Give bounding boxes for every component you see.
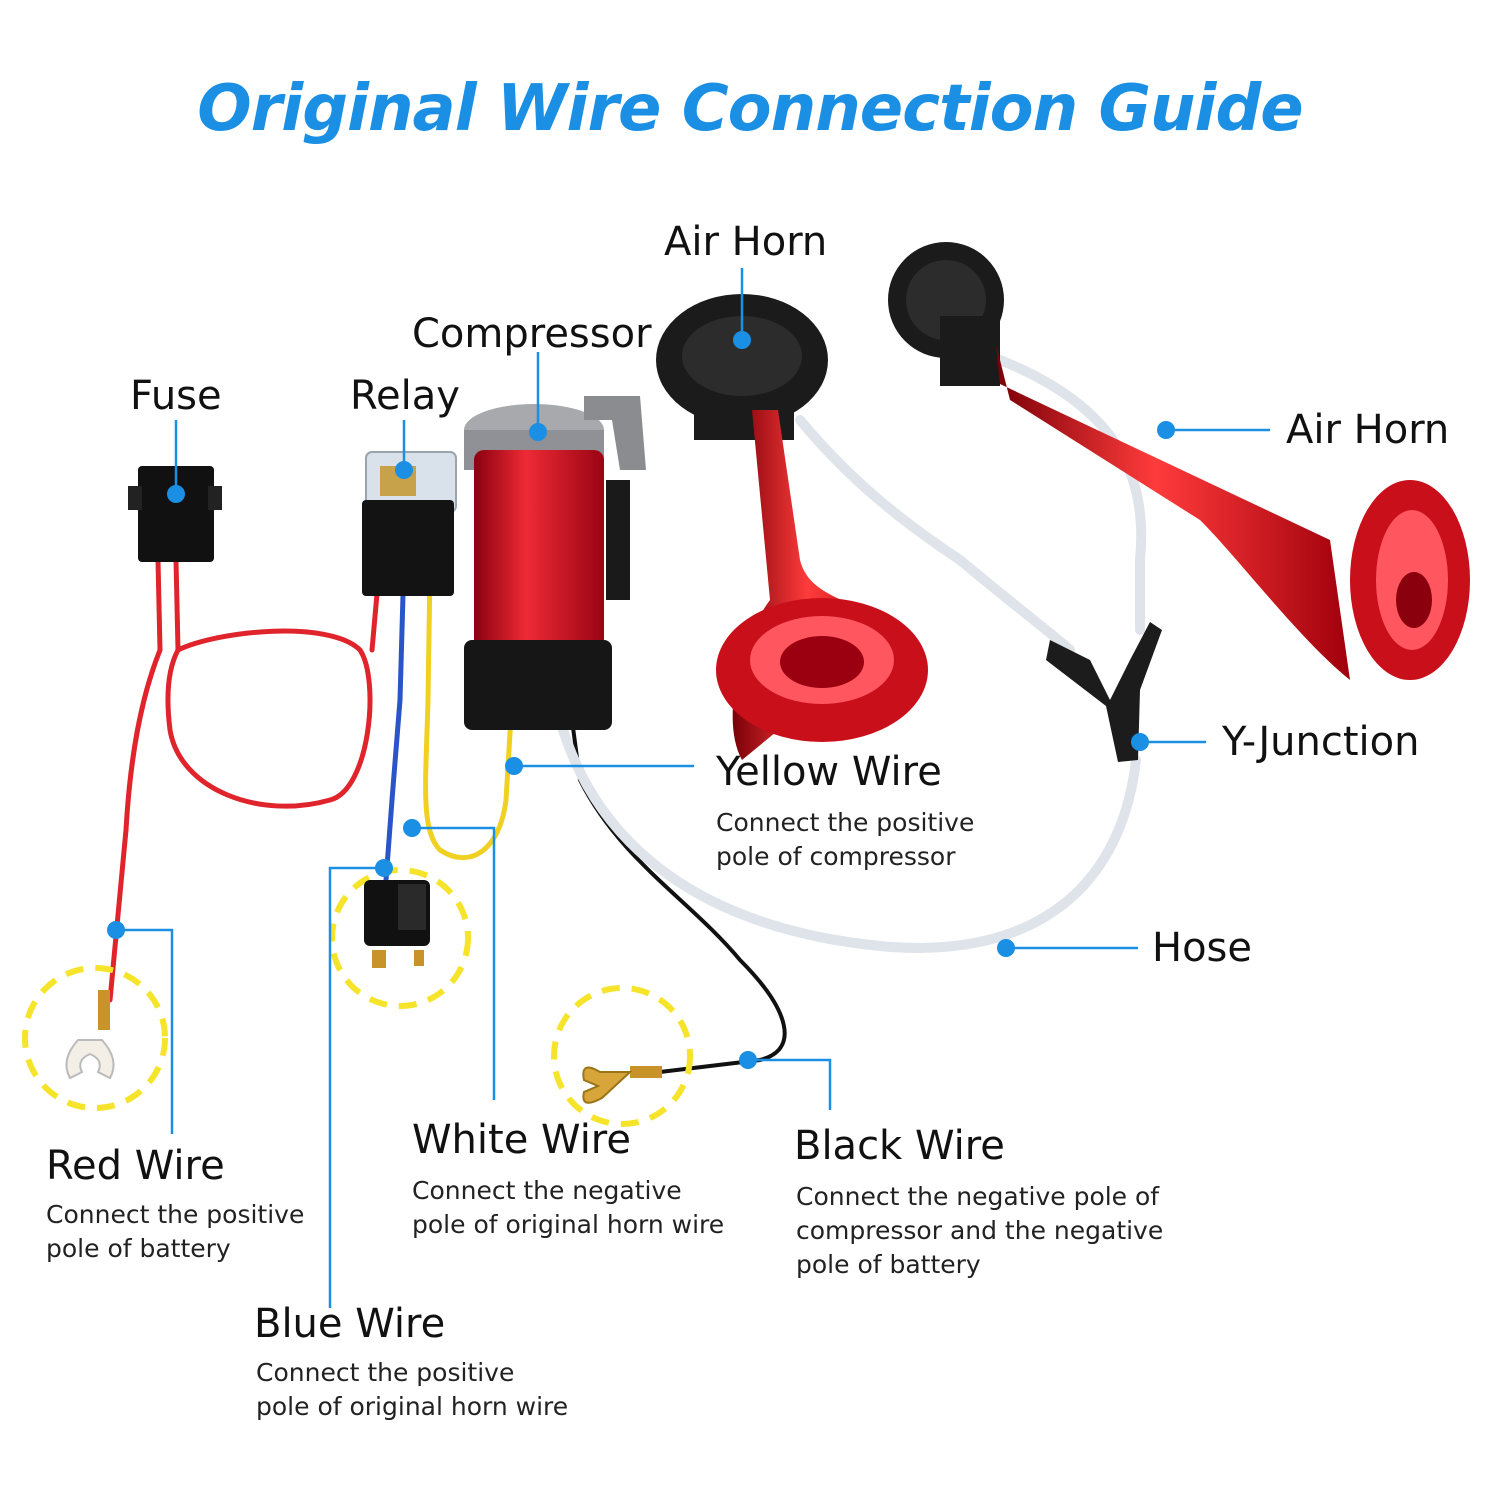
desc-white-wire-line-1: Connect the negative: [412, 1176, 682, 1205]
air-horn-left: [656, 294, 928, 760]
label-relay: Relay: [350, 373, 460, 419]
relay-part: [362, 451, 457, 596]
desc-yellow-wire-line-1: Connect the positive: [716, 808, 975, 837]
label-blue-wire: Blue Wire: [254, 1301, 446, 1347]
label-air-horn-right: Air Horn: [1286, 407, 1450, 453]
y-junction-part: [1046, 622, 1162, 762]
desc-blue-wire-line-2: pole of original horn wire: [256, 1392, 569, 1421]
label-y-junction: Y-Junction: [1222, 719, 1420, 765]
blue-wire: [383, 557, 407, 883]
label-white-wire: White Wire: [412, 1117, 631, 1163]
desc-white-wire-line-2: pole of original horn wire: [412, 1210, 725, 1239]
desc-white-wire: Connect the negative pole of original ho…: [412, 1174, 724, 1242]
label-black-wire: Black Wire: [794, 1123, 1005, 1169]
red-wire-harness: [107, 557, 383, 1003]
callout-lines: [116, 268, 1270, 1308]
air-horn-right: [888, 242, 1470, 680]
desc-yellow-wire-line-2: pole of compressor: [716, 842, 956, 871]
yellow-wire: [423, 567, 515, 861]
desc-blue-wire: Connect the positive pole of original ho…: [256, 1356, 568, 1424]
desc-black-wire-line-1: Connect the negative pole of: [796, 1182, 1160, 1211]
desc-red-wire-line-2: pole of battery: [46, 1234, 231, 1263]
compressor-part: [464, 396, 646, 730]
callout-dots: [107, 331, 1175, 1069]
black-wire-terminal: [582, 1066, 662, 1104]
desc-black-wire: Connect the negative pole of compressor …: [796, 1180, 1163, 1282]
label-hose: Hose: [1152, 925, 1252, 971]
blue-wire-connector: [364, 880, 430, 968]
label-air-horn-top: Air Horn: [664, 219, 828, 265]
desc-red-wire: Connect the positive pole of battery: [46, 1198, 304, 1266]
label-fuse: Fuse: [130, 373, 222, 419]
desc-red-wire-line-1: Connect the positive: [46, 1200, 305, 1229]
red-wire-terminal: [65, 990, 115, 1080]
label-compressor: Compressor: [412, 311, 652, 357]
highlight-black-terminal: [551, 985, 693, 1127]
label-yellow-wire: Yellow Wire: [716, 749, 942, 795]
desc-black-wire-line-2: compressor and the negative: [796, 1216, 1164, 1245]
desc-yellow-wire: Connect the positive pole of compressor: [716, 806, 974, 874]
desc-blue-wire-line-1: Connect the positive: [256, 1358, 515, 1387]
highlight-blue-connector: [329, 867, 471, 1009]
fuse-holder: [128, 466, 222, 562]
desc-black-wire-line-3: pole of battery: [796, 1250, 981, 1279]
highlight-red-terminal: [22, 965, 168, 1111]
dashed-highlights: [22, 867, 693, 1127]
page-title: Original Wire Connection Guide: [197, 72, 1303, 146]
label-red-wire: Red Wire: [46, 1143, 225, 1189]
